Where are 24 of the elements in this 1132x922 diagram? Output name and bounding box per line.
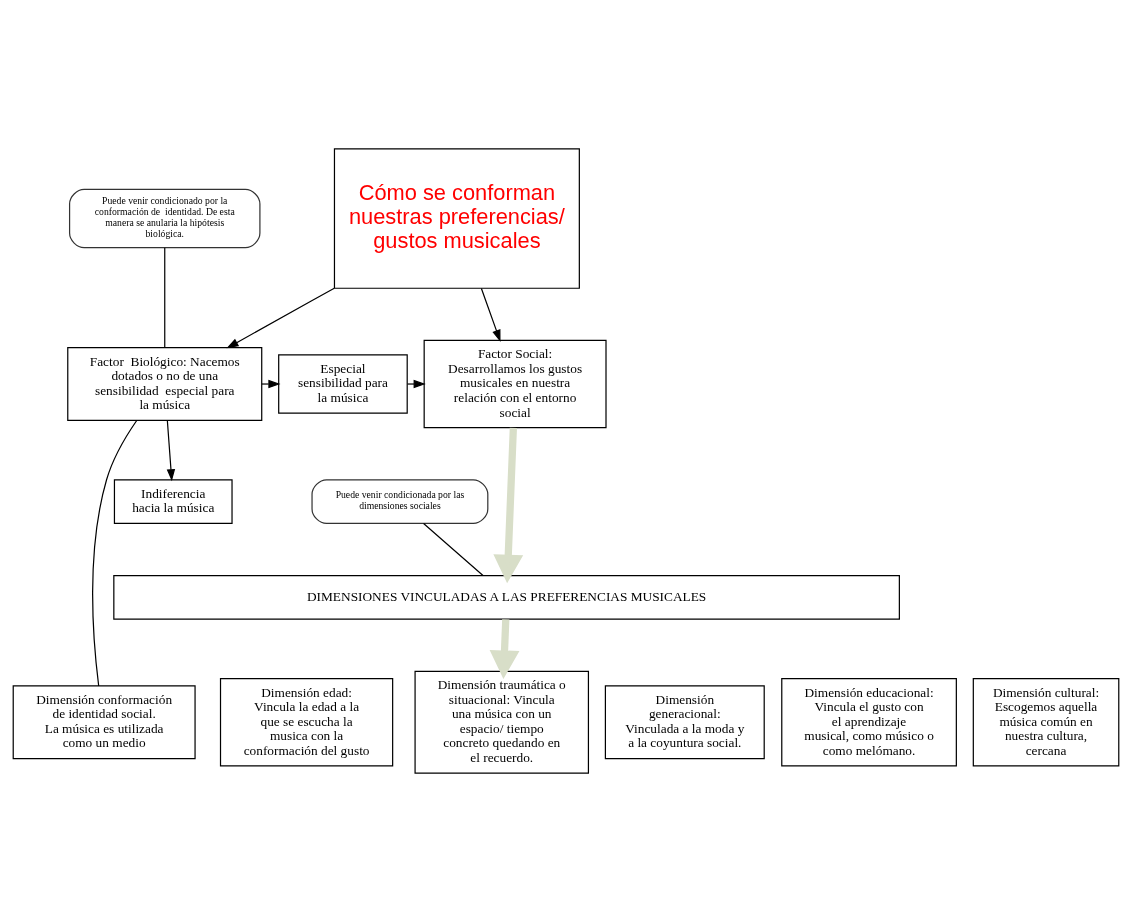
node-box: Factor Social: Desarrollamos los gustos musicales en nuestra relación con el entorno social [423,339,607,429]
node-box: Dimensión cultural: Escogemos aquella música común en nuestra cultura, cercana [972,678,1120,767]
arrow [489,619,520,679]
arrow [480,287,501,342]
arrow [493,427,524,584]
node-box: Dimensión traumática o situacional: Vincula una música con un espacio/ tiempo concreto quedando en el recuerdo. [414,670,590,774]
node-box: Puede venir condicionada por las dimensiones sociales [311,479,489,525]
arrow [226,287,335,349]
node-box: Dimensión conformación de identidad social. La música es utilizada como un medio [12,685,196,760]
connector [423,522,484,577]
connector [164,247,166,348]
node-box: Indiferencia hacia la música [113,479,233,525]
arrow [166,419,176,482]
node-box: Especial sensibilidad para la música [278,354,408,414]
node-box: Puede venir condicionado por la conformación de identidad. De esta manera se anularia la hipótesis biológica. [69,188,261,249]
node-box: Factor Biológico: Nacemos dotados o no de una sensibilidad especial para la música [67,347,263,421]
node-box: Cómo se conforman nuestras preferencias/ gustos musicales [333,148,580,289]
connector [92,420,138,687]
node-box: Dimensión edad: Vincula la edad a la que se escucha la musica con la conformación del gusto [219,678,394,767]
node-box: Dimensión educacional: Vincula el gusto con el aprendizaje musical, como músico o como melómano. [781,678,957,767]
arrow [406,379,426,389]
arrow [261,379,281,389]
node-box: DIMENSIONES VINCULADAS A LAS PREFERENCIAS MUSICALES [113,574,900,620]
node-box: Dimensión generacional: Vinculada a la moda y a la coyuntura social. [604,685,765,760]
